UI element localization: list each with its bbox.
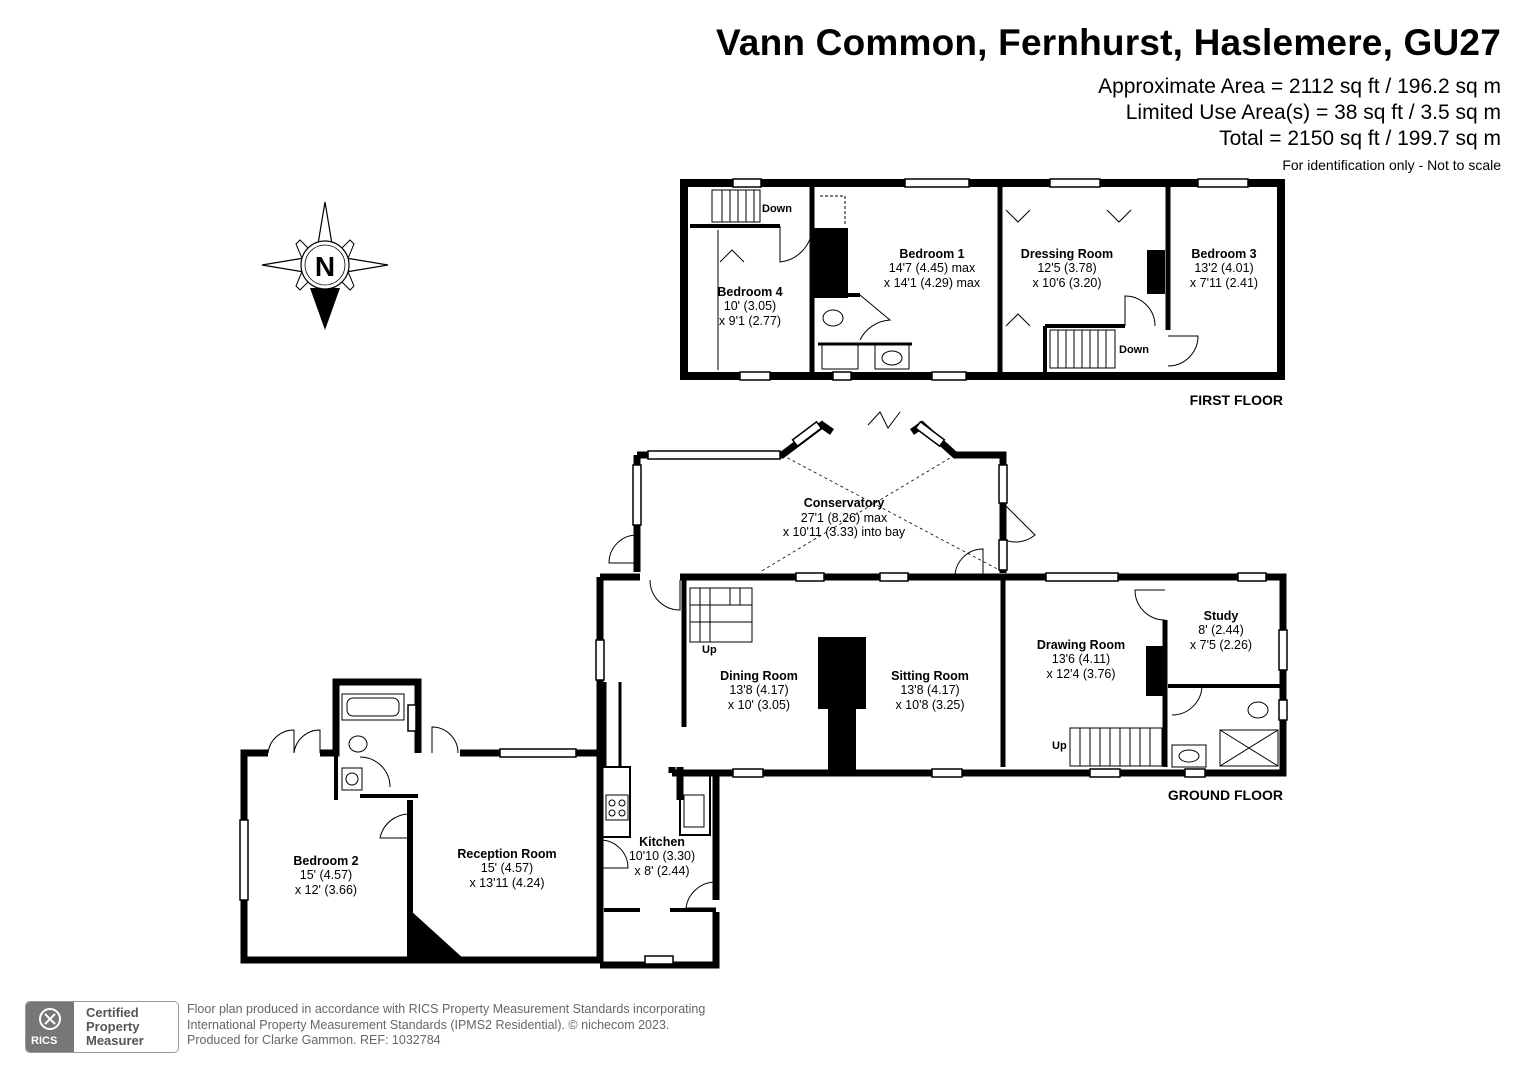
footer-notes: Floor plan produced in accordance with R… bbox=[187, 1002, 747, 1049]
svg-text:x 12' (3.66): x 12' (3.66) bbox=[295, 883, 357, 897]
stair-up-label: Up bbox=[702, 644, 717, 656]
window-icon bbox=[595, 572, 1288, 778]
svg-text:x 14'1 (4.29) max: x 14'1 (4.29) max bbox=[884, 276, 981, 290]
svg-text:13'2 (4.01): 13'2 (4.01) bbox=[1194, 261, 1253, 275]
footer-line: Floor plan produced in accordance with R… bbox=[187, 1002, 706, 1016]
floor-plan: N bbox=[239, 178, 1288, 969]
compass-north-label: N bbox=[315, 251, 335, 282]
room-label-bedroom-1: Bedroom 1 14'7 (4.45) max x 14'1 (4.29) … bbox=[884, 247, 981, 290]
svg-text:Bedroom 2: Bedroom 2 bbox=[293, 854, 358, 868]
svg-text:x 10'8 (3.25): x 10'8 (3.25) bbox=[895, 698, 964, 712]
rics-logo-text: RICS bbox=[31, 1035, 58, 1047]
scale-note: For identification only - Not to scale bbox=[1282, 157, 1501, 173]
rics-certified-badge: RICS Certified Property Measurer bbox=[25, 1001, 179, 1053]
room-label-bedroom-3: Bedroom 3 13'2 (4.01) x 7'11 (2.41) bbox=[1190, 247, 1258, 290]
svg-text:8' (2.44): 8' (2.44) bbox=[1198, 623, 1243, 637]
certified-property-measurer: Certified Property Measurer bbox=[86, 1005, 144, 1048]
svg-text:x 8' (2.44): x 8' (2.44) bbox=[634, 864, 689, 878]
window-icon bbox=[632, 420, 1008, 571]
svg-text:Bedroom 1: Bedroom 1 bbox=[899, 247, 964, 261]
svg-text:Bedroom 4: Bedroom 4 bbox=[717, 285, 782, 299]
svg-text:15' (4.57): 15' (4.57) bbox=[481, 861, 533, 875]
room-label-kitchen: Kitchen 10'10 (3.30) x 8' (2.44) bbox=[629, 835, 695, 878]
plan-title: Vann Common, Fernhurst, Haslemere, GU27 bbox=[715, 22, 1501, 63]
svg-text:x 10' (3.05): x 10' (3.05) bbox=[728, 698, 790, 712]
rics-emblem-icon bbox=[39, 1008, 61, 1030]
svg-text:13'8 (4.17): 13'8 (4.17) bbox=[900, 683, 959, 697]
first-floor-label: FIRST FLOOR bbox=[1190, 392, 1283, 408]
svg-text:x 13'11 (4.24): x 13'11 (4.24) bbox=[469, 876, 544, 890]
room-label-drawing-room: Drawing Room 13'6 (4.11) x 12'4 (3.76) bbox=[1037, 638, 1125, 681]
svg-text:27'1 (8.26) max: 27'1 (8.26) max bbox=[801, 511, 888, 525]
room-label-bedroom-4: Bedroom 4 10' (3.05) x 9'1 (2.77) bbox=[717, 285, 782, 328]
svg-text:Bedroom 3: Bedroom 3 bbox=[1191, 247, 1256, 261]
stair-down-label: Down bbox=[1119, 344, 1149, 356]
rics-logo: RICS bbox=[26, 1002, 74, 1052]
window-icon bbox=[732, 178, 1249, 381]
room-label-dressing-room: Dressing Room 12'5 (3.78) x 10'6 (3.20) bbox=[1021, 247, 1113, 290]
svg-text:10' (3.05): 10' (3.05) bbox=[724, 299, 776, 313]
svg-text:Sitting Room: Sitting Room bbox=[891, 669, 969, 683]
svg-text:12'5 (3.78): 12'5 (3.78) bbox=[1037, 261, 1096, 275]
compass-icon: N bbox=[261, 201, 389, 330]
svg-text:x 10'6 (3.20): x 10'6 (3.20) bbox=[1032, 276, 1101, 290]
footer-line: Produced for Clarke Gammon. REF: 1032784 bbox=[187, 1033, 441, 1047]
total-area: Total = 2150 sq ft / 199.7 sq m bbox=[1219, 127, 1501, 150]
svg-text:10'10 (3.30): 10'10 (3.30) bbox=[629, 849, 695, 863]
ground-floor-label: GROUND FLOOR bbox=[1168, 787, 1283, 803]
ground-floor-plan bbox=[239, 411, 1288, 969]
svg-text:x 12'4 (3.76): x 12'4 (3.76) bbox=[1046, 667, 1115, 681]
svg-text:Conservatory: Conservatory bbox=[804, 496, 885, 510]
svg-text:Drawing Room: Drawing Room bbox=[1037, 638, 1125, 652]
svg-text:Dressing Room: Dressing Room bbox=[1021, 247, 1113, 261]
room-label-sitting-room: Sitting Room 13'8 (4.17) x 10'8 (3.25) bbox=[891, 669, 969, 712]
svg-text:Study: Study bbox=[1204, 609, 1239, 623]
room-label-conservatory: Conservatory 27'1 (8.26) max x 10'11 (3.… bbox=[783, 496, 906, 539]
svg-text:14'7 (4.45) max: 14'7 (4.45) max bbox=[889, 261, 976, 275]
stair-up-label: Up bbox=[1052, 740, 1067, 752]
room-label-study: Study 8' (2.44) x 7'5 (2.26) bbox=[1190, 609, 1252, 652]
window-icon bbox=[239, 704, 674, 965]
svg-text:x 7'11 (2.41): x 7'11 (2.41) bbox=[1190, 276, 1258, 290]
svg-text:15' (4.57): 15' (4.57) bbox=[300, 868, 352, 882]
svg-text:Reception Room: Reception Room bbox=[457, 847, 556, 861]
svg-text:x 9'1 (2.77): x 9'1 (2.77) bbox=[719, 314, 781, 328]
approximate-area: Approximate Area = 2112 sq ft / 196.2 sq… bbox=[1098, 75, 1501, 98]
svg-text:Dining Room: Dining Room bbox=[720, 669, 798, 683]
stair-down-label: Down bbox=[762, 203, 792, 215]
room-label-dining-room: Dining Room 13'8 (4.17) x 10' (3.05) bbox=[720, 669, 798, 712]
svg-text:x 7'5 (2.26): x 7'5 (2.26) bbox=[1190, 638, 1252, 652]
svg-text:Kitchen: Kitchen bbox=[639, 835, 685, 849]
svg-text:13'6 (4.11): 13'6 (4.11) bbox=[1052, 652, 1110, 666]
svg-text:x 10'11 (3.33) into bay: x 10'11 (3.33) into bay bbox=[783, 525, 906, 539]
limited-use-area: Limited Use Area(s) = 38 sq ft / 3.5 sq … bbox=[1125, 101, 1501, 124]
svg-text:13'8 (4.17): 13'8 (4.17) bbox=[729, 683, 788, 697]
footer-line: International Property Measurement Stand… bbox=[187, 1017, 670, 1032]
room-label-reception-room: Reception Room 15' (4.57) x 13'11 (4.24) bbox=[457, 847, 556, 890]
first-floor-plan bbox=[680, 178, 1285, 381]
room-label-bedroom-2: Bedroom 2 15' (4.57) x 12' (3.66) bbox=[293, 854, 358, 897]
